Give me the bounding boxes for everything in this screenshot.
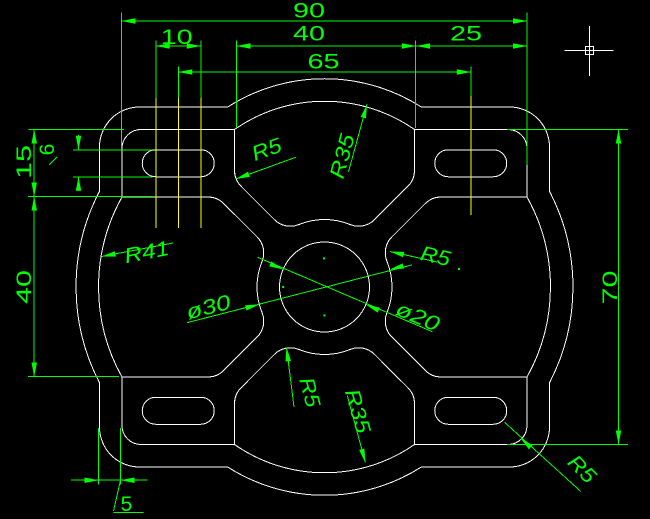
- svg-text:15: 15: [13, 145, 36, 179]
- svg-text:25: 25: [450, 23, 482, 46]
- svg-text:90: 90: [293, 0, 325, 23]
- svg-text:65: 65: [308, 51, 340, 74]
- svg-text:5: 5: [121, 493, 133, 516]
- svg-text:40: 40: [13, 270, 36, 304]
- svg-text:6: 6: [36, 144, 59, 156]
- svg-text:40: 40: [293, 23, 325, 46]
- svg-text:70: 70: [599, 271, 622, 305]
- svg-text:10: 10: [161, 26, 193, 49]
